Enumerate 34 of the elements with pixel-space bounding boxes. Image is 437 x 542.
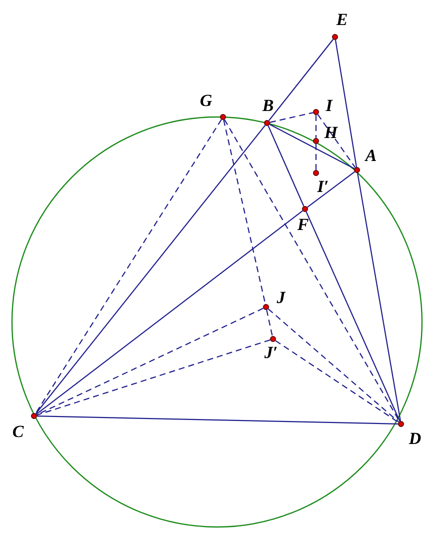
dashed-line [315, 115, 317, 138]
point-label: G [200, 92, 212, 110]
dashed-line [270, 112, 314, 123]
point-label: A [365, 147, 377, 165]
dashed-line [224, 119, 400, 422]
point-label: B [262, 97, 274, 115]
line-segment [36, 416, 398, 424]
dashed-line [317, 114, 356, 168]
point-label: J [276, 289, 286, 307]
line-segment [36, 210, 303, 415]
point-label: E [336, 11, 348, 29]
dashed-line [315, 144, 317, 170]
line-segment [269, 124, 355, 170]
point-label: J′ [264, 344, 278, 362]
point-label: I′ [317, 178, 329, 196]
line-segment [35, 125, 266, 414]
line-segment [306, 212, 400, 422]
point-label: F [297, 216, 309, 234]
line-segment [268, 126, 304, 206]
dashed-line [275, 340, 399, 423]
line-segment [356, 172, 402, 422]
dashed-line [35, 119, 222, 414]
line-segment [268, 39, 334, 121]
point-label: C [12, 423, 24, 441]
dashed-line [223, 120, 266, 304]
line-segment [334, 40, 358, 168]
dashed-line [268, 308, 400, 422]
dashed-line [36, 308, 264, 416]
line-segment [307, 171, 355, 208]
point-label: D [408, 430, 422, 448]
dashed-line [266, 310, 273, 336]
point-label: I [326, 97, 332, 115]
dashed-line [36, 339, 270, 416]
point-label: H [324, 124, 338, 142]
